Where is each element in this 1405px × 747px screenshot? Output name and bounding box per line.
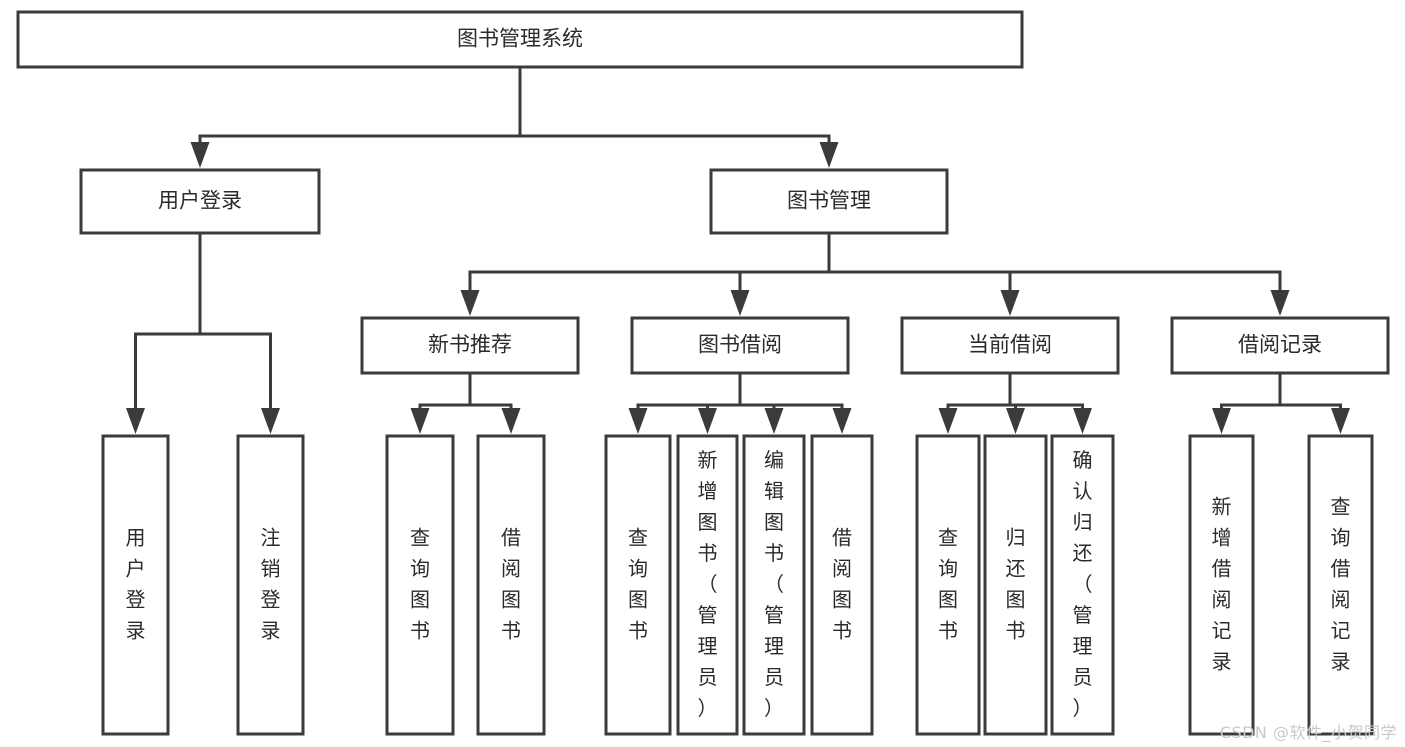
arrow-head [819,142,839,168]
node-box [630,316,850,375]
arrow-head [1000,290,1020,316]
node-box [915,434,981,736]
node-box [676,434,739,736]
node-label: 新增借阅记录 [1212,494,1232,673]
arrow-head [628,408,648,434]
node-box [810,434,874,736]
node-label: 借阅记录 [1238,333,1322,357]
arrow-head [460,290,480,316]
node-label: 借阅图书 [832,525,852,642]
node-edit-book[interactable]: 编辑图书（管理员） [742,434,806,736]
node-borrow-book-1[interactable]: 借阅图书 [476,434,546,736]
arrow-head [1073,408,1092,434]
node-borrow-records[interactable]: 借阅记录 [1170,316,1390,375]
node-label: 图书借阅 [698,333,782,357]
arrow-head [698,408,717,434]
arrow-head [730,290,750,316]
node-book-manage[interactable]: 图书管理 [709,168,949,235]
node-box [1188,434,1255,736]
node-user-login[interactable]: 用户登录 [79,168,321,235]
node-label: 用户登录 [158,189,242,213]
node-label: 查询借阅记录 [1331,494,1351,673]
arrow-head [1331,408,1350,434]
arrow-head [190,142,210,168]
node-label: 用户登录 [126,525,146,642]
arrow-head [410,408,430,434]
node-new-book-recommend[interactable]: 新书推荐 [360,316,580,375]
node-label: 查询图书 [628,525,648,642]
node-add-borrow-record[interactable]: 新增借阅记录 [1188,434,1255,736]
node-query-book-1[interactable]: 查询图书 [385,434,455,736]
node-box [900,316,1120,375]
arrow-head [126,408,145,434]
arrow-head [501,408,521,434]
arrow-head [1006,408,1025,434]
node-label: 当前借阅 [968,333,1052,357]
node-layer: 图书管理系统用户登录用户登录注销登录图书管理新书推荐查询图书借阅图书图书借阅查询… [16,10,1390,736]
node-box [16,10,1024,69]
node-label: 借阅图书 [501,525,521,642]
node-box [709,168,949,235]
node-label: 归还图书 [1006,525,1026,642]
node-root[interactable]: 图书管理系统 [16,10,1024,69]
node-box [604,434,672,736]
node-user-login-do[interactable]: 用户登录 [101,434,170,736]
node-query-book-2[interactable]: 查询图书 [604,434,672,736]
node-label: 确认归还（管理员） [1073,448,1093,720]
arrow-head [832,408,852,434]
node-query-borrow-record[interactable]: 查询借阅记录 [1307,434,1374,736]
node-box [1050,434,1115,736]
node-box [360,316,580,375]
node-box [983,434,1048,736]
node-box [1307,434,1374,736]
node-return-book[interactable]: 归还图书 [983,434,1048,736]
node-current-borrow[interactable]: 当前借阅 [900,316,1120,375]
node-user-logout[interactable]: 注销登录 [236,434,305,736]
node-label: 编辑图书（管理员） [764,448,784,720]
arrow-head [261,408,280,434]
node-box [476,434,546,736]
node-add-book[interactable]: 新增图书（管理员） [676,434,739,736]
node-box [79,168,321,235]
node-confirm-return[interactable]: 确认归还（管理员） [1050,434,1115,736]
node-label: 新书推荐 [428,333,512,357]
node-box [742,434,806,736]
arrow-head [1270,290,1290,316]
watermark-label: CSDN @软件_小贺同学 [1219,723,1397,742]
node-box [385,434,455,736]
node-label: 图书管理 [787,189,871,213]
node-query-book-3[interactable]: 查询图书 [915,434,981,736]
node-borrow-book-2[interactable]: 借阅图书 [810,434,874,736]
node-box [1170,316,1390,375]
arrow-head [938,408,958,434]
node-label: 图书管理系统 [457,27,583,51]
node-label: 新增图书（管理员） [698,448,718,720]
arrow-head [1212,408,1231,434]
node-box [236,434,305,736]
arrow-head [764,408,784,434]
node-label: 查询图书 [938,525,958,642]
connector-layer [126,65,1350,434]
node-box [101,434,170,736]
node-book-borrow[interactable]: 图书借阅 [630,316,850,375]
node-label: 查询图书 [410,525,430,642]
node-label: 注销登录 [261,525,281,642]
